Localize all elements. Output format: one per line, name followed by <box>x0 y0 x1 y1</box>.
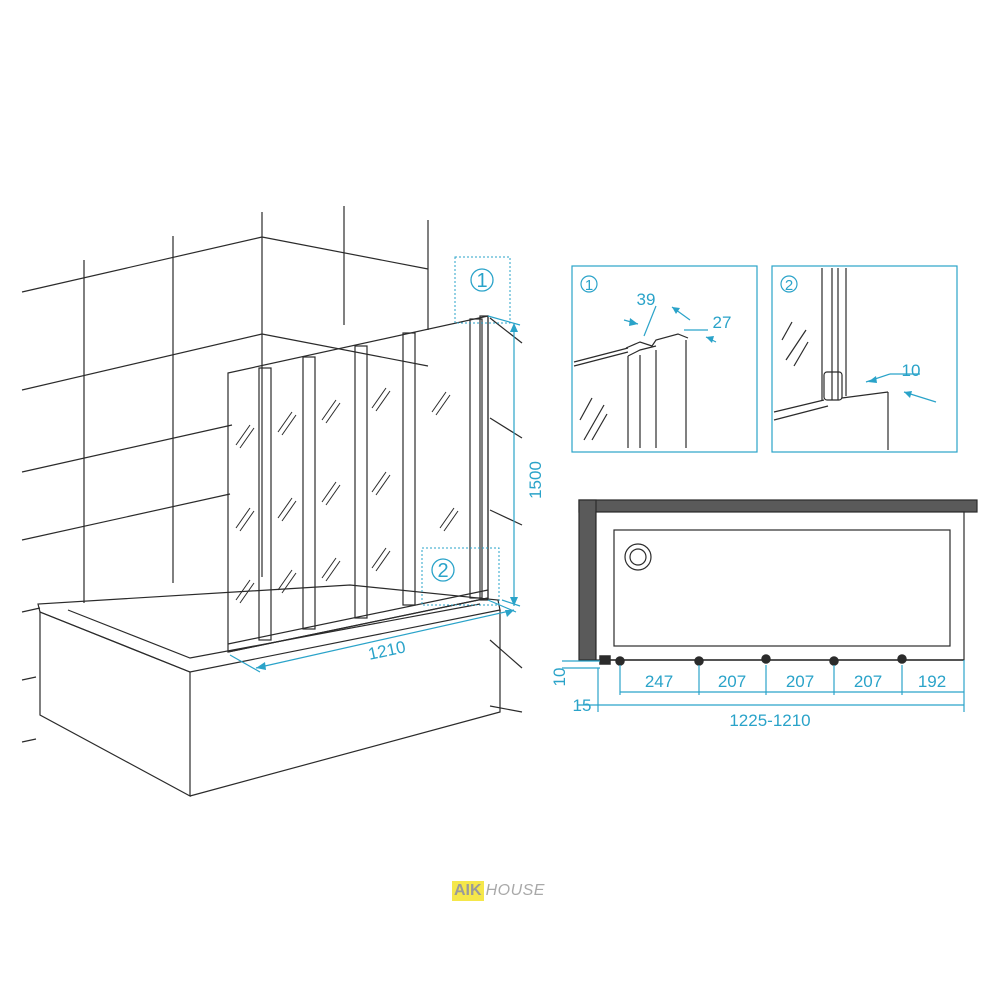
plan-total-dimension: 1225-1210 <box>729 711 810 730</box>
detail-1-dim-27: 27 <box>713 313 732 332</box>
callout-2-label: 2 <box>437 560 448 582</box>
plan-segment-1: 247 <box>645 672 673 691</box>
wall-tiles <box>21 206 523 743</box>
glass-screen <box>227 315 489 653</box>
callout-boxes <box>421 256 511 606</box>
plan-segment-3: 207 <box>786 672 814 691</box>
plan-segment-2: 207 <box>718 672 746 691</box>
logo-aik: AIK <box>452 881 484 901</box>
main-view <box>21 206 523 798</box>
brand-logo: AIK HOUSE <box>452 880 545 902</box>
bathtub <box>37 584 501 798</box>
height-dimension-label: 1500 <box>526 461 545 499</box>
drain-circle <box>624 543 652 571</box>
callout-2-circle <box>431 558 455 582</box>
detail-2-dim-10: 10 <box>902 361 921 380</box>
plan-dim-10: 10 <box>550 668 569 687</box>
callout-1-circle <box>470 268 494 292</box>
callout-1-label: 1 <box>476 270 487 292</box>
detail-2-panel <box>771 265 958 453</box>
detail-2-marker: 2 <box>785 277 793 294</box>
plan-segment-5: 192 <box>918 672 946 691</box>
dimension-lines <box>229 315 521 673</box>
plan-dim-15: 15 <box>573 696 592 715</box>
detail-1-panel <box>571 265 758 453</box>
plan-view <box>562 499 978 712</box>
logo-house: HOUSE <box>485 882 545 899</box>
plan-segment-4: 207 <box>854 672 882 691</box>
detail-1-dim-39: 39 <box>637 290 656 309</box>
detail-1-marker: 1 <box>585 277 593 294</box>
